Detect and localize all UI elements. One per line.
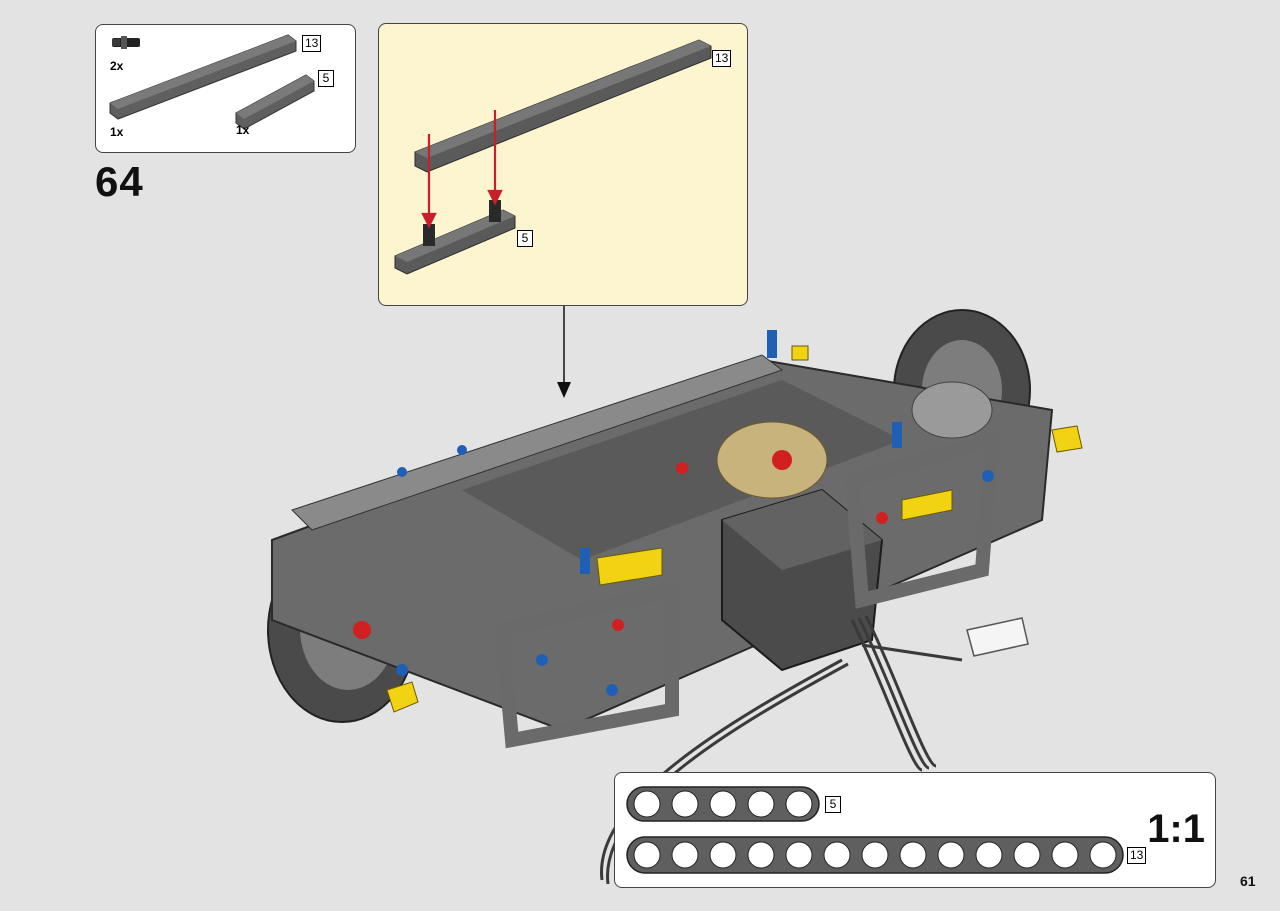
pin-quantity: 2x <box>110 59 124 73</box>
model-illustration <box>267 309 1083 885</box>
frame-icon <box>494 430 1000 749</box>
motor-icon <box>721 488 884 672</box>
insert-arrow-icon <box>421 110 503 229</box>
subassembly-illustration <box>394 39 712 275</box>
placement-arrow-icon <box>557 306 571 398</box>
short-beam-icon <box>394 209 516 275</box>
beam-13-icon <box>109 34 297 120</box>
ruler-5-tag: 5 <box>825 796 841 813</box>
subassembly-callout: 13 5 <box>378 23 748 306</box>
page-number: 61 <box>1240 873 1256 889</box>
long-beam-length-tag: 13 <box>712 50 732 67</box>
scale-label: 1:1 <box>1147 807 1205 851</box>
ruler-13-tag: 13 <box>1127 847 1147 864</box>
cable-connector-icon <box>966 617 1029 657</box>
gear-cluster-icon <box>716 381 993 499</box>
beam-5-quantity: 1x <box>236 123 250 137</box>
short-beam-length-tag: 5 <box>517 230 533 247</box>
ruler-beam-13-icon <box>626 836 1124 874</box>
beam-5-icon <box>235 74 315 130</box>
cable-icon <box>600 615 963 885</box>
ruler-beam-5-icon <box>626 786 820 822</box>
beam-5-length-tag: 5 <box>318 70 334 87</box>
connector-pin-icon <box>112 36 140 49</box>
scale-ruler-callout: 5 13 1:1 <box>614 772 1216 888</box>
parts-illustration <box>109 34 315 130</box>
ruler-beams <box>626 786 1124 874</box>
red-pin-icons <box>353 462 888 639</box>
yellow-part-icons <box>386 345 1083 713</box>
beam-13-length-tag: 13 <box>302 35 322 52</box>
parts-list-callout: 2x 1x 1x 13 5 <box>95 24 356 153</box>
blue-pin-icons <box>396 330 994 696</box>
step-number: 64 <box>95 158 144 205</box>
long-beam-icon <box>414 39 712 173</box>
beam-13-quantity: 1x <box>110 125 124 139</box>
pin-icon <box>423 200 501 246</box>
